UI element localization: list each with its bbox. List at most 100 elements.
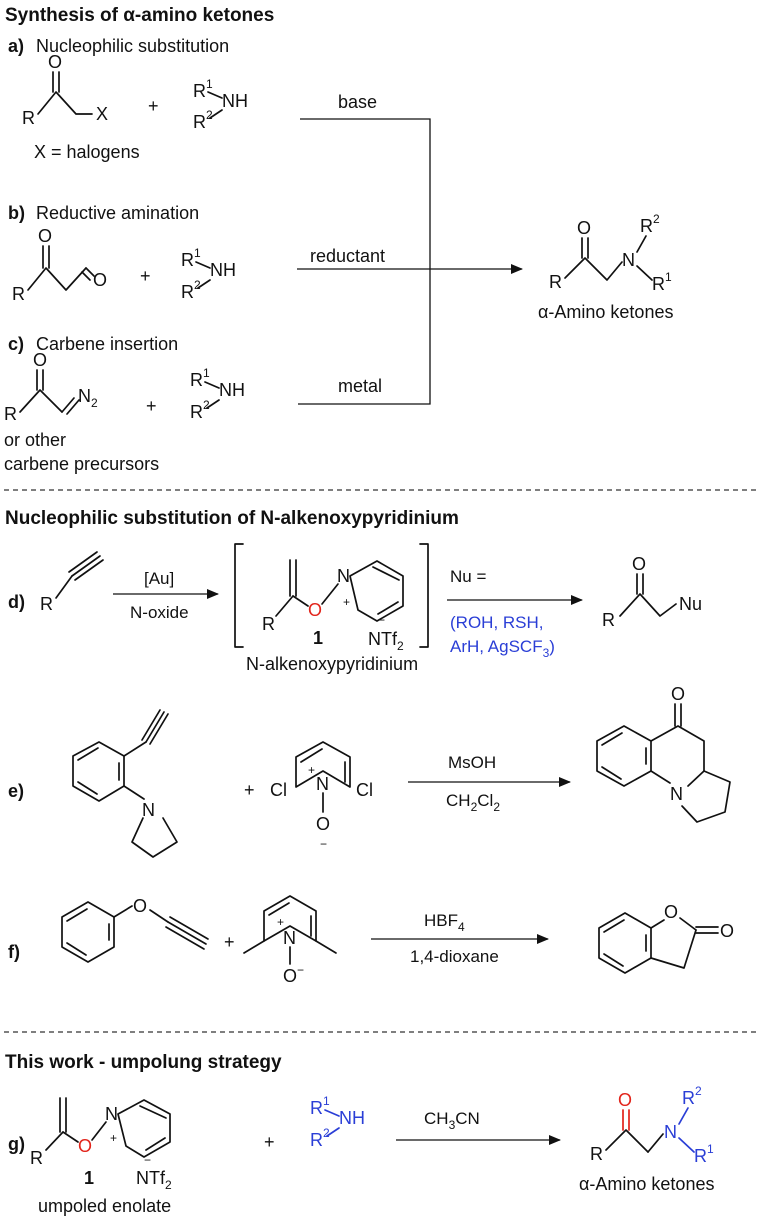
svg-text:O: O xyxy=(664,902,678,922)
product-alpha-amino-ketone-bottom: O R N R2 R1 α-Amino ketones xyxy=(579,1084,714,1194)
svg-text:1: 1 xyxy=(313,628,323,648)
part-b: b) Reductive amination O O R + R1 NH R2 … xyxy=(8,203,385,304)
converging-arrows xyxy=(297,118,523,405)
part-a-halogen-note: X = halogens xyxy=(34,142,140,162)
part-g: g) O N + R 1 − NTf2 umpoled enolate + R1… xyxy=(8,1084,714,1216)
part-e-label: e) xyxy=(8,781,24,801)
svg-text:+: + xyxy=(110,1131,117,1145)
svg-text:R1: R1 xyxy=(694,1142,714,1166)
umpoled-enolate-1: O N + R 1 − NTf2 xyxy=(30,1097,172,1192)
product-e-tricyclic-ketone: O N xyxy=(596,684,731,823)
svg-text:−: − xyxy=(320,837,327,851)
svg-text:O−: O− xyxy=(283,963,304,986)
part-g-reagent: CH3CN xyxy=(424,1109,480,1132)
part-f: f) O + N + O− HBF4 1,4-dioxane xyxy=(8,895,734,986)
part-d-intermediate-name: N-alkenoxypyridinium xyxy=(246,654,418,674)
product-caption-top: α-Amino ketones xyxy=(538,302,673,322)
secondary-amine-c: R1 NH R2 xyxy=(190,366,245,422)
product-f-benzofuranone: O O xyxy=(598,902,734,974)
svg-text:N: N xyxy=(664,1122,677,1142)
plus-sign: + xyxy=(148,96,159,116)
svg-text:R: R xyxy=(12,284,25,304)
terminal-alkyne: R xyxy=(40,551,104,614)
part-e: e) N + Cl Cl N + O − MsOH xyxy=(8,684,731,858)
svg-text:O: O xyxy=(577,218,591,238)
svg-text:R2: R2 xyxy=(682,1084,702,1108)
svg-text:O: O xyxy=(33,350,47,370)
part-f-reagent-top: HBF4 xyxy=(424,911,465,934)
svg-text:R: R xyxy=(590,1144,603,1164)
part-d: d) R [Au] N-oxide O N + R 1 − xyxy=(8,543,702,674)
svg-text:+: + xyxy=(277,915,284,929)
part-c-label: c) xyxy=(8,334,24,354)
part-b-reagent: reductant xyxy=(310,246,385,266)
part-e-reagent-bottom: CH2Cl2 xyxy=(446,791,500,814)
heading-n-alkenoxypyridinium: Nucleophilic substitution of N-alkenoxyp… xyxy=(5,508,459,529)
svg-text:O: O xyxy=(308,600,322,620)
svg-text:R1: R1 xyxy=(190,366,210,390)
svg-text:Cl: Cl xyxy=(356,780,373,800)
svg-text:NTf2: NTf2 xyxy=(136,1168,172,1192)
part-f-reagent-bottom: 1,4-dioxane xyxy=(410,947,499,966)
svg-text:N: N xyxy=(105,1104,118,1124)
svg-text:−: − xyxy=(144,1153,151,1167)
svg-text:O: O xyxy=(720,921,734,941)
svg-text:R2: R2 xyxy=(640,212,660,236)
svg-text:Nu: Nu xyxy=(679,594,702,614)
part-g-label: g) xyxy=(8,1134,25,1154)
part-g-intermediate-caption: umpoled enolate xyxy=(38,1196,171,1216)
part-c-note-2: carbene precursors xyxy=(4,454,159,474)
svg-text:Cl: Cl xyxy=(270,780,287,800)
part-f-label: f) xyxy=(8,942,20,962)
svg-text:−: − xyxy=(378,613,385,627)
svg-text:R: R xyxy=(40,594,53,614)
svg-text:+: + xyxy=(343,595,350,609)
part-d-nucleophiles-2: ArH, AgSCF3) xyxy=(450,637,555,660)
part-d-reagent-bottom: N-oxide xyxy=(130,603,189,622)
part-a: a) Nucleophilic substitution O R X X = h… xyxy=(8,36,377,162)
svg-text:R: R xyxy=(549,272,562,292)
heading-this-work: This work - umpolung strategy xyxy=(5,1052,282,1073)
plus-sign: + xyxy=(140,266,151,286)
svg-text:R1: R1 xyxy=(652,270,672,294)
svg-text:N: N xyxy=(316,774,329,794)
part-b-title: Reductive amination xyxy=(36,203,199,223)
svg-text:N2: N2 xyxy=(78,386,98,410)
svg-text:R: R xyxy=(602,610,615,630)
secondary-amine-a: R1 NH R2 xyxy=(193,77,248,132)
part-e-reagent-top: MsOH xyxy=(448,753,496,772)
secondary-amine-g: R1 NH R2 xyxy=(310,1094,365,1150)
part-b-label: b) xyxy=(8,203,25,223)
secondary-amine-b: R1 NH R2 xyxy=(181,246,236,302)
svg-text:1: 1 xyxy=(84,1168,94,1188)
svg-text:NH: NH xyxy=(219,380,245,400)
part-a-reagent: base xyxy=(338,92,377,112)
aryl-alkyne-pyrrolidine: N xyxy=(72,709,178,858)
svg-text:O: O xyxy=(93,270,107,290)
svg-text:R1: R1 xyxy=(310,1094,330,1118)
svg-text:N: N xyxy=(142,800,155,820)
part-c-reagent: metal xyxy=(338,376,382,396)
svg-text:R2: R2 xyxy=(181,278,201,302)
alpha-halo-ketone: O R X xyxy=(22,52,108,128)
part-d-label: d) xyxy=(8,592,25,612)
heading-synthesis: Synthesis of α-amino ketones xyxy=(5,5,274,26)
glyoxal: O O R xyxy=(12,226,107,304)
plus-sign: + xyxy=(146,396,157,416)
svg-text:X: X xyxy=(96,104,108,124)
svg-text:+: + xyxy=(308,763,315,777)
part-d-nucleophiles-1: (ROH, RSH, xyxy=(450,613,544,632)
svg-text:R2: R2 xyxy=(310,1126,330,1150)
part-a-label: a) xyxy=(8,36,24,56)
plus-sign: + xyxy=(244,780,255,800)
svg-text:N: N xyxy=(622,250,635,270)
n-alkenoxypyridinium-1: O N + R 1 − NTf2 xyxy=(262,559,404,653)
svg-text:NH: NH xyxy=(222,91,248,111)
svg-text:O: O xyxy=(48,52,62,72)
svg-text:N: N xyxy=(283,928,296,948)
plus-sign: + xyxy=(264,1132,275,1152)
part-c: c) Carbene insertion O R N2 or other car… xyxy=(4,334,382,474)
diazo-ketone: O R N2 xyxy=(4,350,98,424)
product-d: O R Nu xyxy=(602,554,702,630)
part-c-title: Carbene insertion xyxy=(36,334,178,354)
